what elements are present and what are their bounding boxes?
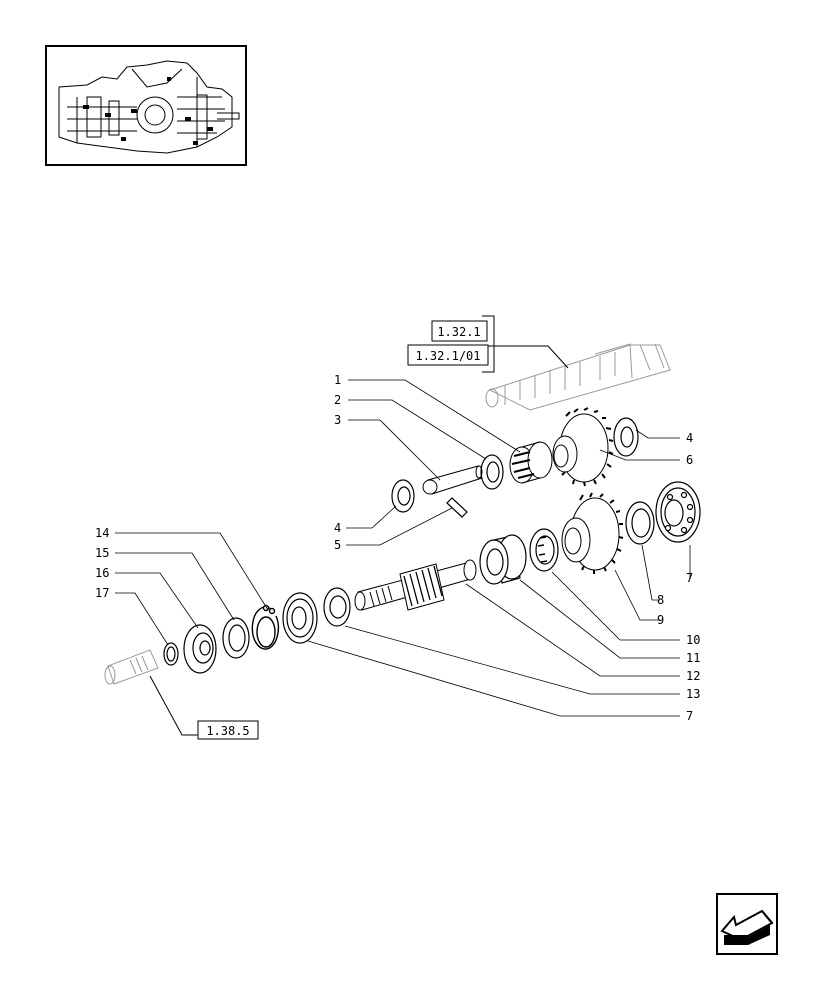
reference-box-1-32-1-01[interactable]: 1.32.1/01 [407,344,489,366]
callout-12: 12 [686,669,700,683]
upper-gear [552,407,614,487]
callout-8: 8 [657,593,664,607]
callout-1: 1 [334,373,341,387]
previous-page-button[interactable] [716,893,778,955]
bearing-7-left [282,592,318,644]
callout-numbers: 1 2 3 4 5 4 6 7 8 9 10 11 12 13 7 14 15 … [95,373,700,723]
washer-2 [480,454,504,490]
reference-box-1-38-5[interactable]: 1.38.5 [197,720,259,740]
hub-16 [183,624,217,674]
roll-pin-5 [446,497,468,518]
callout-6: 6 [686,453,693,467]
leader-lines [115,379,691,717]
callout-4-left: 4 [334,521,341,535]
transmission-thumbnail-icon [58,60,240,154]
callout-4-right: 4 [686,431,693,445]
callout-15: 15 [95,546,109,560]
coupling-sleeve-11 [479,534,527,585]
previous-page-arrow-icon [720,909,774,945]
snap-ring-14 [251,604,280,650]
spacer-15 [222,617,250,659]
callout-17: 17 [95,586,109,600]
bearing-7-right [655,481,701,543]
callout-11: 11 [686,651,700,665]
callout-13: 13 [686,687,700,701]
callout-5: 5 [334,538,341,552]
needle-bearing-1 [509,441,553,484]
callout-9: 9 [657,613,664,627]
reference-label: 1.32.1 [437,325,480,339]
circlip-17 [163,642,179,666]
washer-4-right [613,417,639,457]
assembly-thumbnail[interactable] [45,45,247,166]
adjacent-shaft [104,649,159,685]
callout-14: 14 [95,526,109,540]
washer-13 [323,587,351,627]
reference-box-1-32-1[interactable]: 1.32.1 [431,320,488,342]
callout-7-left: 7 [686,709,693,723]
washer-4-left [391,479,415,513]
splined-collar-10 [529,528,559,572]
callout-3: 3 [334,413,341,427]
gear-9 [561,492,624,574]
callout-10: 10 [686,633,700,647]
callout-2: 2 [334,393,341,407]
callout-7-right: 7 [686,571,693,585]
reference-label: 1.38.5 [206,724,249,738]
pin-3 [422,465,483,495]
callout-16: 16 [95,566,109,580]
circlip-8 [625,501,655,545]
reference-label: 1.32.1/01 [415,349,480,363]
upper-main-shaft [485,343,671,411]
lower-shaft-12 [354,559,477,611]
